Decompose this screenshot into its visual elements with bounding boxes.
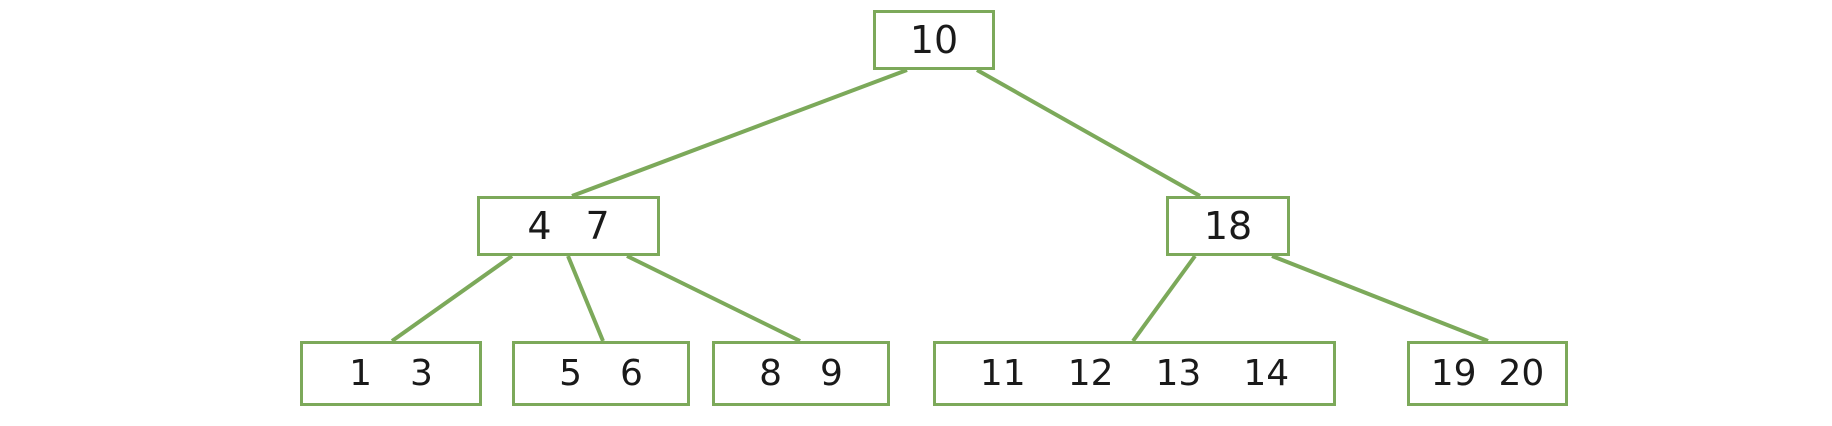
node-key: 11 xyxy=(979,352,1026,394)
tree-edge xyxy=(1131,254,1197,343)
tree-node-leaf-4[interactable]: 11 12 13 14 xyxy=(933,341,1336,406)
tree-edge xyxy=(626,254,801,343)
node-key: 10 xyxy=(909,18,959,62)
tree-edge xyxy=(390,254,514,343)
node-key: 3 xyxy=(410,352,433,394)
node-key: 14 xyxy=(1243,352,1290,394)
node-key: 20 xyxy=(1498,352,1545,394)
node-key: 6 xyxy=(620,352,643,394)
node-key: 5 xyxy=(559,352,582,394)
node-key: 8 xyxy=(759,352,782,394)
node-key: 7 xyxy=(585,204,610,248)
node-key: 13 xyxy=(1155,352,1202,394)
node-key: 9 xyxy=(820,352,843,394)
node-key: 12 xyxy=(1067,352,1114,394)
node-key-list: 18 xyxy=(1204,207,1252,245)
node-key-list: 11 12 13 14 xyxy=(979,352,1290,394)
node-key: 18 xyxy=(1203,204,1253,248)
tree-edge xyxy=(976,68,1201,198)
tree-edge xyxy=(566,255,605,342)
node-key: 19 xyxy=(1430,352,1477,394)
node-key: 1 xyxy=(349,352,372,394)
tree-node-internal-right[interactable]: 18 xyxy=(1166,196,1290,256)
tree-edge xyxy=(571,68,908,198)
node-key-list: 10 xyxy=(910,21,958,59)
tree-edge xyxy=(1271,254,1489,343)
node-key: 4 xyxy=(527,204,552,248)
tree-node-root[interactable]: 10 xyxy=(873,10,995,70)
